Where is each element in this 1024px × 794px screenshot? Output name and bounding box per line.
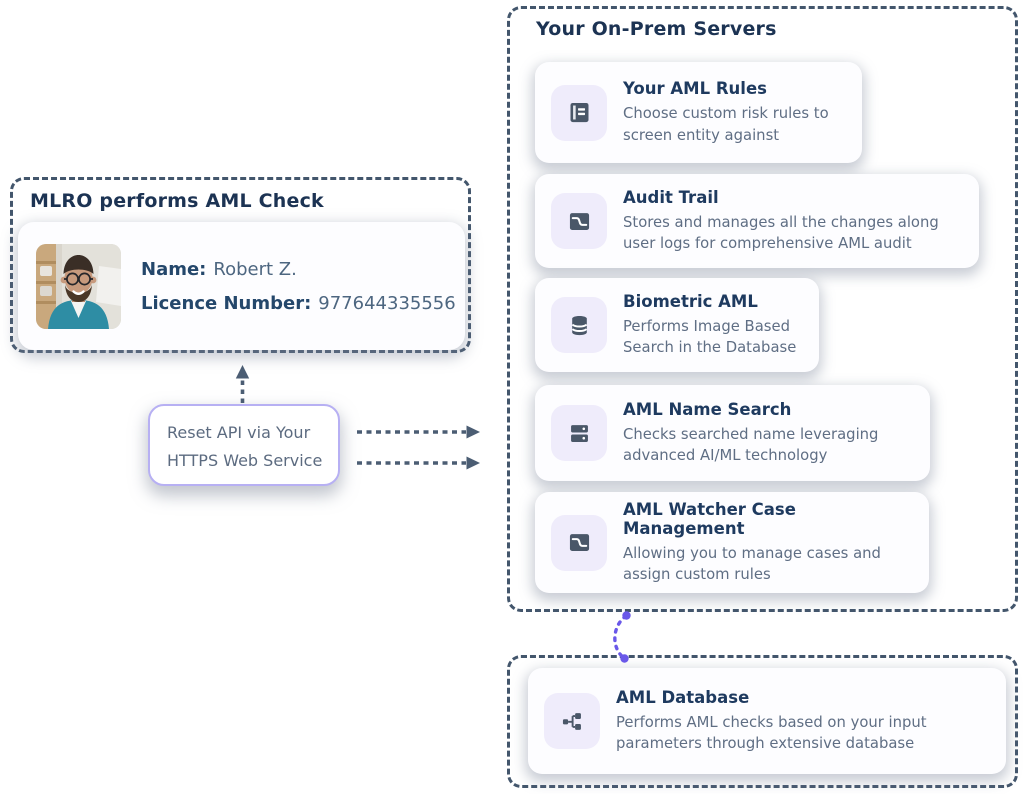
rest-api-box: Reset API via Your HTTPS Web Service (148, 404, 340, 486)
licence-value: 977644335556 (318, 292, 456, 314)
name-value: Robert Z. (213, 258, 297, 280)
card-title: AML Name Search (623, 399, 792, 419)
card-description: Allowing you to manage cases and assign … (623, 544, 881, 583)
purple-connector-dot-top (622, 611, 631, 620)
card-aml-watcher-case-management: AML Watcher Case Management Allowing you… (535, 492, 929, 593)
licence-label: Licence Number: (141, 292, 312, 314)
database-icon (551, 297, 607, 353)
card-title: AML Database (616, 687, 750, 707)
curve-icon (551, 193, 607, 249)
onprem-section-title: Your On-Prem Servers (536, 18, 777, 40)
mlro-profile-card: Name: Robert Z. Licence Number: 9776443355… (18, 222, 465, 350)
onprem-section-container (507, 6, 1018, 612)
licence-field: Licence Number: 977644335556 (141, 293, 456, 314)
person-photo-illustration (36, 243, 121, 329)
arrow-right-bottom-head (466, 456, 480, 470)
purple-connector-arc (613, 614, 628, 660)
database-section-container (507, 655, 1018, 788)
card-description: Checks searched name leveraging advanced… (623, 425, 879, 464)
card-title: AML Watcher Case Management (623, 499, 796, 538)
api-box-line1: Reset API via Your (167, 423, 311, 442)
api-box-line2: HTTPS Web Service (167, 451, 323, 470)
card-title: Biometric AML (623, 291, 758, 311)
name-field: Name: Robert Z. (141, 259, 456, 280)
card-description: Choose custom risk rules to screen entit… (623, 105, 829, 144)
mlro-fields: Name: Robert Z. Licence Number: 9776443355… (141, 259, 456, 314)
card-aml-database: AML Database Performs AML checks based o… (528, 668, 1006, 774)
card-description: Performs Image Based Search in the Datab… (623, 317, 797, 356)
journal-icon (551, 84, 607, 141)
card-your-aml-rules: Your AML Rules Choose custom risk rules … (535, 62, 862, 163)
curve-icon (551, 514, 607, 571)
name-label: Name: (141, 258, 207, 280)
card-aml-name-search: AML Name Search Checks searched name lev… (535, 385, 930, 481)
server-icon (551, 405, 607, 461)
card-title: Audit Trail (623, 187, 719, 207)
mlro-section-title: MLRO performs AML Check (30, 190, 324, 212)
arrow-up-head (235, 365, 250, 379)
card-description: Performs AML checks based on your input … (616, 713, 927, 752)
network-icon (544, 693, 600, 749)
card-title: Your AML Rules (623, 79, 767, 99)
card-description: Stores and manages all the changes along… (623, 213, 939, 252)
mlro-section-container (10, 177, 471, 353)
card-biometric-aml: Biometric AML Performs Image Based Searc… (535, 278, 819, 372)
profile-photo (36, 243, 121, 329)
card-audit-trail: Audit Trail Stores and manages all the c… (535, 174, 979, 268)
arrow-right-top-head (466, 425, 480, 439)
